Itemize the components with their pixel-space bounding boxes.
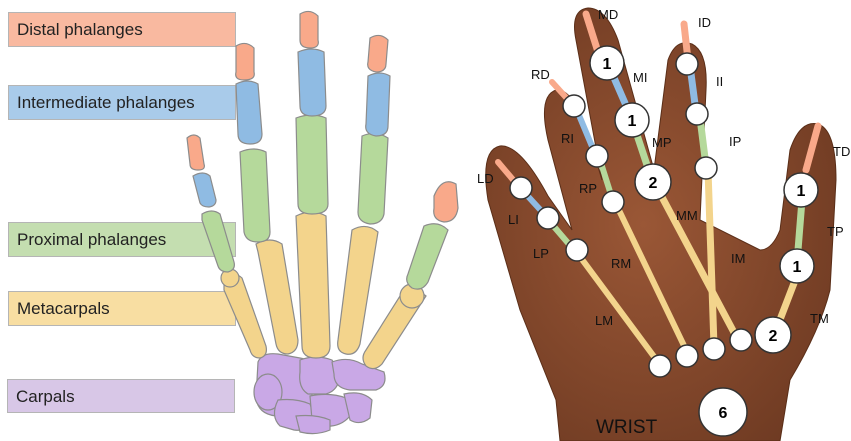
label-li: LI — [508, 212, 519, 227]
index-distal — [368, 35, 388, 72]
label-rp: RP — [579, 181, 597, 196]
label-md: MD — [598, 7, 618, 22]
middle-finger-bones — [296, 11, 330, 358]
label-ld: LD — [477, 171, 494, 186]
label-td: TD — [833, 144, 850, 159]
middle-proximal — [296, 115, 328, 214]
middle-proximal-count: 1 — [628, 113, 637, 130]
thumb-metacarpal-count: 2 — [769, 328, 778, 345]
index-finger-bones — [338, 35, 390, 354]
label-mi: MI — [633, 70, 647, 85]
label-id: ID — [698, 15, 711, 30]
label-ri: RI — [561, 131, 574, 146]
little-distal — [187, 135, 204, 170]
label-tm: TM — [810, 311, 829, 326]
wrist-label: WRIST — [596, 417, 658, 438]
index-proximal — [358, 133, 388, 224]
label-tp: TP — [827, 224, 844, 239]
hand-photo: 1 1 2 1 1 2 6 MD ID RD MI II RI MP — [477, 7, 850, 441]
label-rm: RM — [611, 256, 631, 271]
middle-distal — [300, 11, 318, 48]
middle-intermediate-count: 1 — [603, 56, 612, 73]
label-im: IM — [731, 251, 745, 266]
skeletal-hand — [187, 11, 458, 433]
label-mm: MM — [676, 208, 698, 223]
index-metacarpal — [338, 226, 378, 354]
middle-intermediate — [298, 49, 326, 116]
label-lp: LP — [533, 246, 549, 261]
label-ip: IP — [729, 134, 741, 149]
label-mp: MP — [652, 135, 672, 150]
ring-proximal — [240, 149, 270, 242]
label-lm: LM — [595, 313, 613, 328]
little-proximal — [202, 211, 234, 272]
label-ii: II — [716, 74, 723, 89]
little-intermediate — [193, 173, 216, 207]
wrist-count: 6 — [719, 405, 728, 422]
index-intermediate — [366, 73, 390, 136]
ring-distal — [236, 43, 255, 80]
thumb-proximal — [407, 224, 448, 289]
middle-metacarpal — [296, 212, 330, 358]
thumb-distal-count: 1 — [797, 183, 806, 200]
label-rd: RD — [531, 67, 550, 82]
thumb-proximal-count: 1 — [793, 259, 802, 276]
middle-metacarpal-count: 2 — [649, 175, 658, 192]
thumb-distal — [434, 182, 458, 222]
ring-intermediate — [236, 81, 262, 144]
